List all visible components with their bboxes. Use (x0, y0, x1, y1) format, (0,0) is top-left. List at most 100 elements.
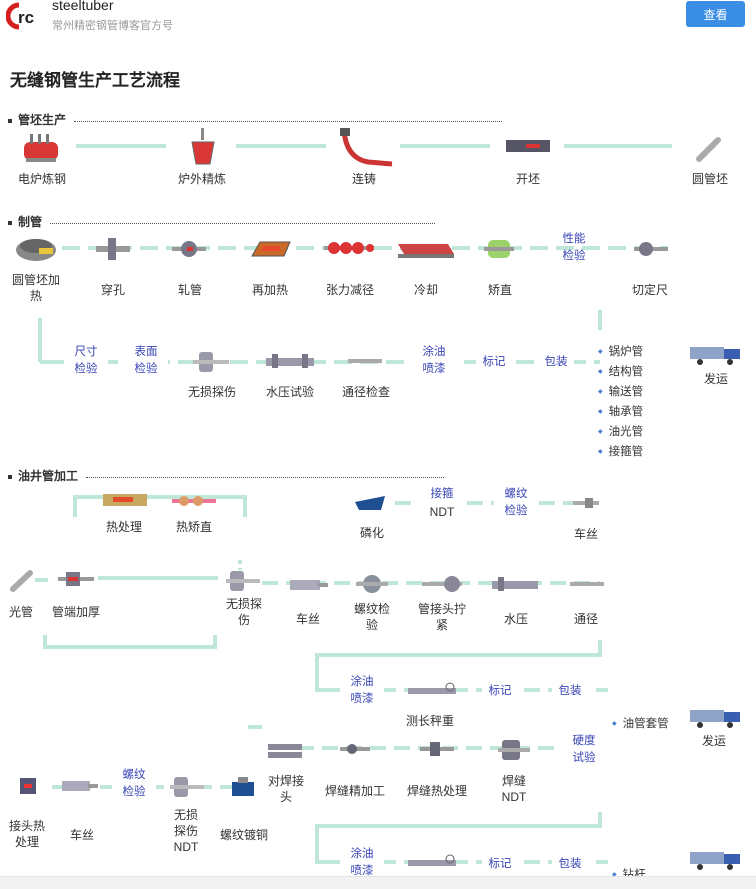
step-straightening: 矫直 (487, 283, 512, 297)
view-button[interactable]: 查看 (686, 1, 745, 27)
step-hydro-test: 水压试验 (265, 385, 314, 399)
step-blooming: 开坯 (515, 172, 540, 186)
list-item: 输送管 (598, 385, 644, 399)
hydro-test-icon (492, 577, 538, 591)
step-ndt: 无损探伤 (225, 597, 262, 627)
list-item: 油光管 (598, 425, 644, 439)
step-round-billet: 圆管坯 (691, 172, 728, 186)
step-end-upsetting: 管端加厚 (51, 605, 100, 619)
account-subtitle: 常州精密钢管博客官方号 (52, 20, 173, 32)
truck-icon (690, 710, 740, 728)
step-joint-heat: 接头热处理 (8, 819, 45, 849)
step-thread-gauge: 螺纹检验 (353, 602, 390, 632)
step-hot-straightening: 热矫直 (175, 520, 212, 534)
step-thread-inspection: 螺纹检验 (494, 486, 538, 520)
reheat-furnace-icon (251, 241, 291, 257)
account-name[interactable]: steeltuber (52, 0, 114, 13)
step-heat-treatment: 热处理 (105, 520, 142, 534)
bare-pipe-icon (10, 570, 33, 592)
round-billet-icon (696, 137, 721, 162)
threading-machine-icon (62, 781, 98, 791)
joint-heat-icon (20, 778, 36, 794)
step-surface-check: 表面检验 (124, 344, 168, 378)
threading-icon (573, 498, 599, 508)
drift-check-icon (348, 359, 382, 363)
step-dimension-check: 尺寸检验 (64, 344, 108, 378)
step-marking: 标记 (482, 856, 518, 873)
step-refining: 炉外精炼 (177, 172, 226, 186)
section-title-billet: 管坯生产 (8, 111, 66, 128)
copper-plating-icon (232, 777, 254, 796)
step-phosphating: 磷化 (359, 526, 384, 540)
step-rolling: 轧管 (177, 283, 202, 297)
truck-icon (690, 347, 740, 365)
step-casting: 连铸 (351, 172, 376, 186)
step-threading: 车丝 (573, 527, 598, 541)
weld-finishing-icon (340, 744, 370, 754)
step-butt-weld: 对焊接头 (267, 774, 304, 804)
step-copper-plating: 螺纹镀铜 (219, 828, 268, 842)
step-ship: 发运 (701, 734, 726, 748)
step-hardness-test: 硬度试验 (562, 733, 606, 767)
step-ship: 发运 (703, 372, 728, 386)
ndt-icon (170, 777, 204, 797)
ndt-icon (193, 352, 229, 372)
step-billet-heating: 圆管坯加热 (11, 273, 60, 303)
threading-machine-icon (290, 580, 328, 590)
svg-text:rc: rc (18, 8, 34, 27)
list-item: 油管套管 (612, 717, 669, 731)
section-divider (50, 223, 435, 224)
coupling-makeup-icon (422, 576, 462, 592)
weld-heat-icon (420, 742, 454, 756)
list-item: 锅炉管 (598, 345, 644, 359)
ladle-refining-icon (191, 128, 215, 165)
list-item: 轴承管 (598, 405, 644, 419)
butt-welder-icon (268, 744, 302, 758)
electric-furnace-icon (24, 134, 58, 162)
bottom-bar (0, 876, 756, 889)
step-electric-furnace: 电炉炼钢 (17, 172, 66, 186)
step-packing: 包装 (552, 856, 588, 873)
list-item: 结构管 (598, 365, 644, 379)
step-marking: 标记 (482, 683, 518, 700)
continuous-casting-icon (340, 128, 393, 167)
measure-weigh-icon (408, 854, 456, 866)
reheating-furnace-icon (16, 239, 56, 261)
section-title-octg: 油井管加工 (8, 467, 78, 484)
phosphating-icon (355, 496, 385, 510)
section-title-pipemaking: 制管 (8, 213, 42, 230)
hot-straightener-icon (172, 496, 216, 506)
weld-ndt-icon (498, 740, 530, 760)
step-piercing: 穿孔 (100, 283, 125, 297)
step-bare-pipe: 光管 (8, 605, 33, 619)
step-oil-paint: 涂油喷漆 (412, 344, 456, 378)
step-packing: 包装 (538, 354, 574, 371)
measure-weigh-icon (408, 682, 456, 694)
blooming-mill-icon (506, 140, 550, 152)
step-drift: 通径 (573, 612, 598, 626)
step-performance-test: 性能检验 (562, 233, 586, 262)
step-oil-paint: 涂油喷漆 (340, 674, 384, 708)
piercing-mill-icon (96, 238, 130, 260)
hydro-test-icon (266, 354, 314, 368)
step-threading: 车丝 (69, 828, 94, 842)
step-oil-paint: 涂油喷漆 (340, 846, 384, 880)
step-cut-length: 切定尺 (631, 283, 668, 297)
step-reheating: 再加热 (251, 283, 288, 297)
cooling-bed-icon (398, 244, 454, 258)
step-ndt: 无损探伤 (187, 385, 236, 399)
step-cooling: 冷却 (413, 283, 438, 297)
ndt-icon (226, 571, 260, 591)
thread-gauge-icon (356, 575, 388, 593)
upsetting-icon (58, 572, 94, 586)
cutting-saw-icon (634, 242, 668, 256)
section-divider (86, 477, 444, 478)
step-weld-finishing: 焊缝精加工 (324, 784, 385, 798)
step-hydro: 水压 (503, 612, 528, 626)
step-coupling-makeup: 管接头拧紧 (417, 602, 466, 632)
heat-treatment-icon (103, 494, 147, 506)
step-weld-heat: 焊缝热处理 (406, 784, 467, 798)
